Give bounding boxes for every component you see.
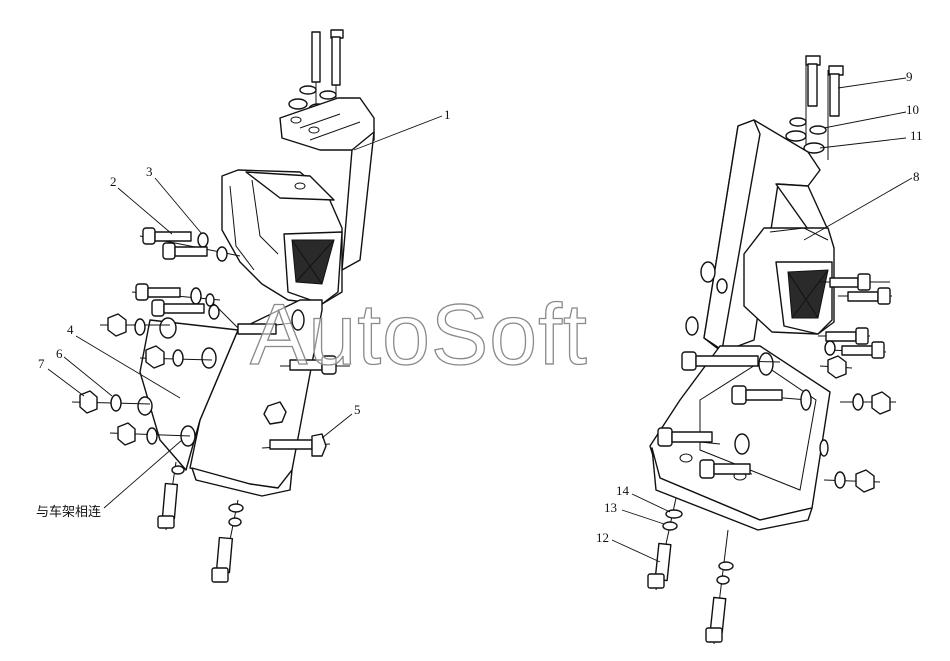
callout-8: 8 [913,169,920,184]
callout-labels: 1 2 3 4 5 6 7 8 9 10 11 12 13 14 与车架相连 [36,69,923,545]
callout-4: 4 [67,322,74,337]
callout-11: 11 [910,128,923,143]
left-rubber-mount [221,169,343,305]
callout-1: 1 [444,107,451,122]
upper-bracket-1 [279,97,375,271]
callout-5: 5 [354,402,361,417]
callout-14: 14 [616,483,630,498]
right-bottom-bolts [647,497,734,645]
right-nuts-washers [819,355,896,493]
right-mount-assembly [647,55,896,645]
left-middle-bolts [131,283,350,425]
callout-10: 10 [906,102,919,117]
callout-13: 13 [604,500,617,515]
callout-9: 9 [906,69,913,84]
callout-6: 6 [56,346,63,361]
left-nuts-washers [71,313,213,446]
left-mount-assembly [71,29,375,583]
right-top-bolts [785,55,844,160]
left-bottom-bolts [157,461,244,583]
callout-7: 7 [38,356,45,371]
frame-connection-note: 与车架相连 [36,504,101,520]
callout-12: 12 [596,530,609,545]
callout-2: 2 [110,174,117,189]
callout-3: 3 [146,164,153,179]
autosoft-watermark: AutoSoft [250,287,588,383]
right-rubber-mount [743,227,835,335]
left-bolt-5 [261,433,331,457]
leader-lines [47,77,913,563]
right-lower-plate [649,345,831,531]
left-side-bolts-2-3 [139,227,241,262]
right-side-bolts [657,273,892,479]
